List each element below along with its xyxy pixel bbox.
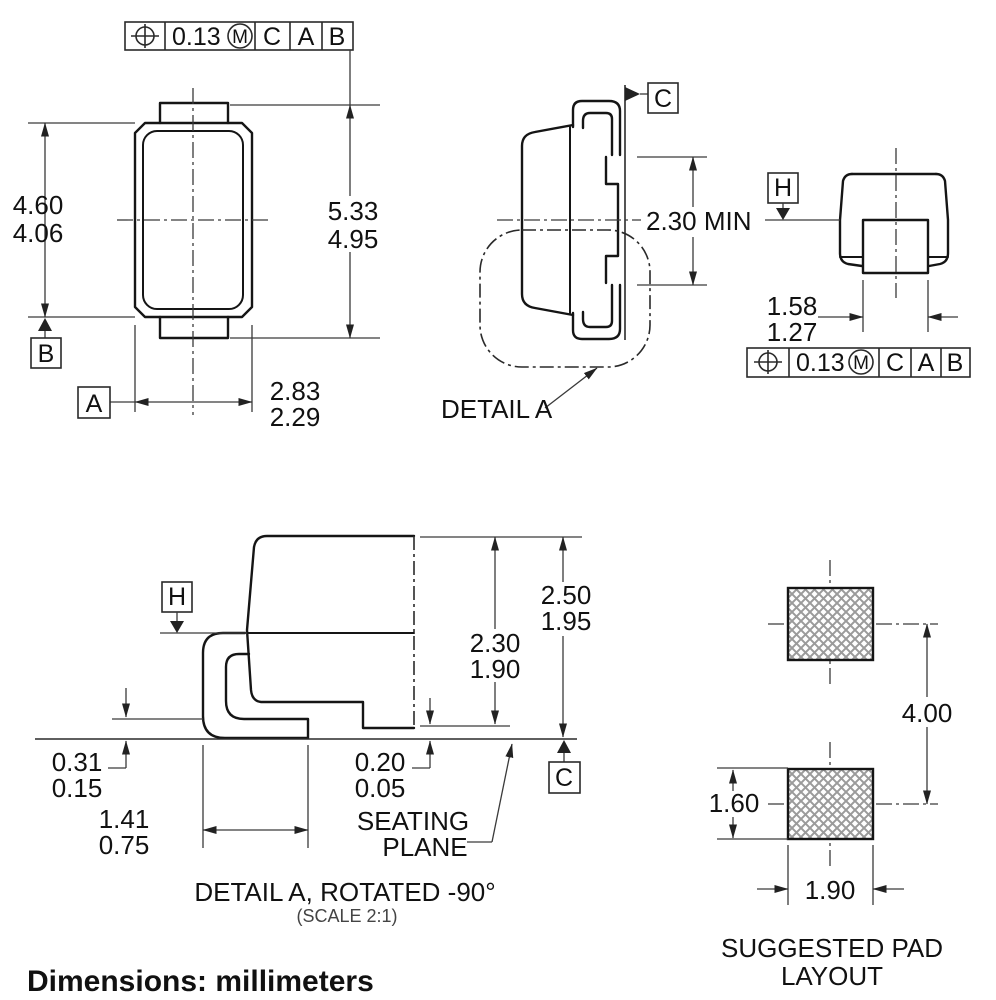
- top-lead-hook-outer: [571, 99, 622, 157]
- body-height-min: 4.06: [13, 218, 64, 248]
- bottom-lead-hook-outer: [571, 283, 622, 341]
- datum-triangle-icon: [38, 318, 52, 331]
- fcf-modifier: M: [232, 27, 248, 48]
- terminal-width-max: 1.58: [767, 291, 818, 321]
- foot-length-min: 0.75: [99, 830, 150, 860]
- body-width-max: 2.83: [270, 376, 321, 406]
- detail-body-outline: [245, 534, 416, 730]
- datum-triangle-icon: [776, 208, 790, 220]
- dimension-lines: [108, 536, 582, 848]
- position-symbol-icon: [754, 350, 782, 374]
- feature-control-frame-right: 0.13 M C A B: [746, 347, 971, 378]
- fcf-datum-a: A: [298, 23, 315, 51]
- overall-height-max: 5.33: [328, 196, 379, 226]
- fcf-datum-c: C: [263, 23, 281, 51]
- seating-plane-label-line1: SEATING: [357, 806, 469, 836]
- detail-lead-outline: [201, 631, 310, 740]
- datum-a-label: A: [86, 390, 103, 418]
- pad-height-max: 2.30: [470, 628, 521, 658]
- end-body-left: [838, 172, 864, 268]
- position-symbol-icon: [131, 24, 159, 48]
- body-height-max: 4.60: [13, 190, 64, 220]
- datum-h-label: H: [168, 583, 186, 611]
- bottom-lead-hook-inner: [581, 283, 614, 329]
- datum-c-flag-top: C: [625, 82, 679, 114]
- overall-height-min: 1.95: [541, 606, 592, 636]
- seating-plane-label-line2: PLANE: [382, 832, 467, 862]
- end-view: H 1.58 1.27: [765, 148, 958, 347]
- pad-height-label: 1.60: [709, 788, 760, 818]
- datum-b-flag: B: [30, 318, 62, 369]
- mmc-modifier-icon: M: [848, 349, 874, 375]
- front-view: 4.60 4.06 5.33 4.95 2.83 2.29 B A: [13, 88, 382, 432]
- standoff-min: 0.05: [355, 773, 406, 803]
- dimension-lines: [717, 623, 931, 905]
- datum-triangle-icon: [625, 87, 640, 101]
- datum-h-flag: H: [161, 581, 193, 633]
- detail-a-boundary: [479, 229, 651, 368]
- datum-a-flag: A: [77, 386, 111, 419]
- terminal-width-min: 1.27: [767, 317, 818, 347]
- pad-layout-title-line1: SUGGESTED PAD: [721, 933, 943, 963]
- fcf-datum-a: A: [918, 349, 935, 377]
- feature-control-frame-top: 0.13 M C A B: [124, 21, 354, 105]
- bottom-pad: [786, 767, 875, 841]
- datum-c-label: C: [654, 85, 672, 113]
- end-terminal: [861, 218, 930, 275]
- terminal-width-dimension: 1.58 1.27: [767, 280, 958, 347]
- pad-pitch-label: 4.00: [902, 698, 953, 728]
- overall-height-min: 4.95: [328, 224, 379, 254]
- datum-c-label: C: [555, 764, 573, 792]
- body-width-min: 2.29: [270, 402, 321, 432]
- fcf-datum-b: B: [947, 349, 964, 377]
- mmc-modifier-icon: M: [227, 23, 253, 49]
- top-terminal-tab: [158, 101, 230, 125]
- contact-length-dimension: 2.30 MIN: [637, 156, 752, 286]
- fcf-modifier: M: [853, 353, 869, 374]
- dimension-lines: [28, 104, 380, 412]
- units-note: Dimensions: millimeters: [27, 965, 374, 998]
- datum-triangle-icon: [557, 740, 571, 753]
- contact-length-label: 2.30 MIN: [646, 206, 752, 236]
- side-body-outline: [520, 123, 575, 317]
- datum-h-flag: H: [767, 172, 799, 220]
- detail-a-leader: [544, 367, 598, 409]
- pad-height-min: 1.90: [470, 654, 521, 684]
- lead-thickness-max: 0.31: [52, 747, 103, 777]
- datum-c-flag: C: [548, 740, 581, 794]
- fcf-datum-b: B: [329, 23, 346, 51]
- datum-h-label: H: [774, 174, 792, 202]
- detail-view-scale-note: (SCALE 2:1): [296, 906, 397, 926]
- datum-triangle-icon: [170, 621, 184, 633]
- datum-b-label: B: [38, 340, 55, 368]
- top-pad: [786, 586, 875, 662]
- detail-view-title: DETAIL A, ROTATED -90°: [194, 877, 495, 907]
- seating-plane-callout: SEATING PLANE: [357, 743, 514, 862]
- pad-width-label: 1.90: [805, 875, 856, 905]
- fcf-datum-c: C: [886, 349, 904, 377]
- detail-view: H 0.31 0.15 0.20 0.05 1.41 0.75 2.30 1.9…: [35, 534, 595, 926]
- side-view: C 2.30 MIN DETAIL A: [441, 82, 752, 424]
- pad-layout: 4.00 1.60 1.90 SUGGESTED PAD LAYOUT: [709, 560, 953, 991]
- fcf-tolerance: 0.13: [172, 23, 221, 51]
- lead-thickness-min: 0.15: [52, 773, 103, 803]
- package-body-outline: [133, 121, 254, 319]
- bottom-terminal-tab: [158, 315, 230, 340]
- pad-layout-title-line2: LAYOUT: [781, 961, 883, 991]
- end-body-right: [927, 172, 950, 268]
- detail-a-callout: DETAIL A: [441, 394, 553, 424]
- overall-height-max: 2.50: [541, 580, 592, 610]
- standoff-max: 0.20: [355, 747, 406, 777]
- top-lead-hook-inner: [581, 111, 614, 157]
- fcf-tolerance: 0.13: [796, 349, 845, 377]
- foot-length-max: 1.41: [99, 804, 150, 834]
